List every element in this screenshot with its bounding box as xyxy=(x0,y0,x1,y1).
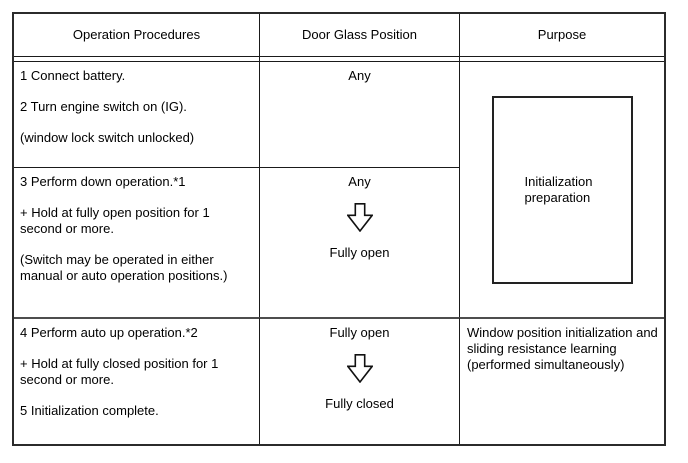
operation-step: + Hold at fully closed position for 1 se… xyxy=(20,356,219,387)
header-label: Operation Procedures xyxy=(72,27,201,42)
row-3-operation-procedures: 4 Perform auto up operation.*2 + Hold at… xyxy=(14,317,260,444)
row-3-door-glass-position: Fully open Fully closed xyxy=(260,317,460,444)
row-1-operation-procedures: 1 Connect battery. 2 Turn engine switch … xyxy=(14,62,260,167)
glass-position-value: Any xyxy=(348,68,371,83)
header-door-glass-position: Door Glass Position xyxy=(260,14,460,56)
header-label: Purpose xyxy=(537,27,587,42)
operation-step: 4 Perform auto up operation.*2 xyxy=(20,325,198,340)
glass-position-start: Fully open xyxy=(329,325,390,340)
header-divider-segment xyxy=(260,56,460,62)
row-2-door-glass-position: Any Fully open xyxy=(260,167,460,317)
header-operation-procedures: Operation Procedures xyxy=(14,14,260,56)
glass-position-start: Any xyxy=(348,174,371,189)
row-1-door-glass-position: Any xyxy=(260,62,460,167)
operation-step: (window lock switch unlocked) xyxy=(20,130,195,145)
purpose-rows-1-2: Initialization preparation xyxy=(460,62,664,317)
header-divider-segment xyxy=(14,56,260,62)
down-arrow-icon xyxy=(346,203,373,232)
header-label: Door Glass Position xyxy=(302,27,417,42)
glass-position-end: Fully closed xyxy=(325,396,394,411)
purpose-box-label: Initialization preparation xyxy=(524,173,593,205)
operation-step: 3 Perform down operation.*1 xyxy=(20,174,186,189)
purpose-box: Initialization preparation xyxy=(491,95,633,284)
header-purpose: Purpose xyxy=(460,14,664,56)
window-initialization-procedure-table: Operation Procedures Door Glass Position… xyxy=(12,12,666,446)
purpose-row-3: Window position initialization and slidi… xyxy=(460,317,664,444)
header-divider-segment xyxy=(460,56,664,62)
operation-step: 2 Turn engine switch on (IG). xyxy=(20,99,187,114)
operation-step: (Switch may be operated in either manual… xyxy=(20,252,228,283)
down-arrow-icon xyxy=(346,354,373,383)
operation-step: 5 Initialization complete. xyxy=(20,403,159,418)
operation-step: + Hold at fully open position for 1 seco… xyxy=(20,205,210,236)
row-2-operation-procedures: 3 Perform down operation.*1 + Hold at fu… xyxy=(14,167,260,317)
operation-step: 1 Connect battery. xyxy=(20,68,126,83)
purpose-text: Window position initialization and slidi… xyxy=(467,325,658,372)
glass-position-end: Fully open xyxy=(329,245,390,260)
